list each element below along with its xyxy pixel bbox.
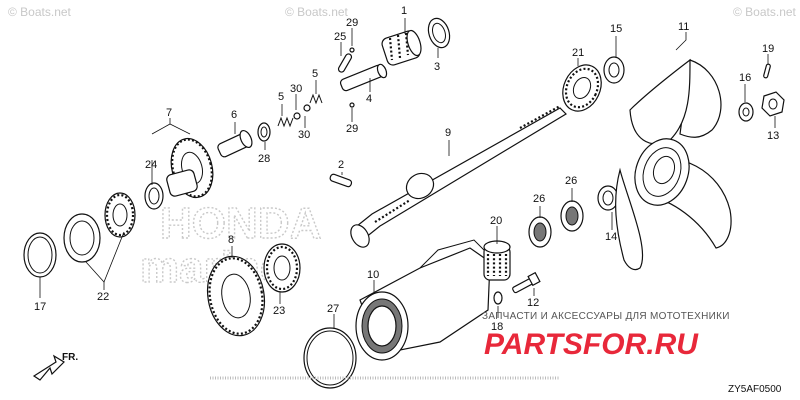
part-27-o-ring xyxy=(303,327,357,389)
callout-29-top: 29 xyxy=(346,17,358,29)
callout-24: 24 xyxy=(145,159,157,171)
part-19-cotter-pin xyxy=(763,63,771,79)
part-30-ball-top xyxy=(303,104,311,112)
part-1-clutch xyxy=(381,29,422,66)
part-15-washer xyxy=(603,56,625,84)
part-3-ring xyxy=(427,17,451,49)
part-11-propeller xyxy=(615,58,732,271)
callout-21: 21 xyxy=(572,47,584,59)
callout-18: 18 xyxy=(491,321,503,333)
callout-4: 4 xyxy=(366,93,372,105)
part-10-bearing-holder xyxy=(355,239,493,361)
part-5-spring-right xyxy=(309,93,323,105)
part-2-pin xyxy=(329,173,353,188)
callout-30-top: 30 xyxy=(290,83,302,95)
callout-14: 14 xyxy=(605,231,617,243)
callout-22: 22 xyxy=(97,291,109,303)
callout-5-left: 5 xyxy=(278,91,284,103)
callout-20: 20 xyxy=(490,215,502,227)
part-25-shift-pin xyxy=(337,53,353,73)
leader-lines xyxy=(39,18,776,328)
callout-1: 1 xyxy=(401,5,407,17)
callout-12: 12 xyxy=(527,297,539,309)
part-22-bearing xyxy=(63,192,136,263)
callout-2: 2 xyxy=(338,159,344,171)
callout-8: 8 xyxy=(228,234,234,246)
callout-6: 6 xyxy=(231,109,237,121)
part-4-shift-shaft xyxy=(339,63,388,92)
part-26-oil-seal-a xyxy=(528,216,552,248)
callout-26-right: 26 xyxy=(565,175,577,187)
callout-15: 15 xyxy=(610,23,622,35)
part-17-o-ring xyxy=(23,232,57,278)
callout-3: 3 xyxy=(434,61,440,73)
callout-27: 27 xyxy=(327,303,339,315)
part-26-oil-seal-b xyxy=(560,200,584,232)
callout-19: 19 xyxy=(762,43,774,55)
watermark-top-right: © Boats.net xyxy=(733,5,797,19)
part-14-thrust-washer xyxy=(597,185,619,211)
part-16-washer xyxy=(738,102,754,122)
callout-29-bottom: 29 xyxy=(346,123,358,135)
watermark-top-left: © Boats.net xyxy=(8,5,72,19)
callout-11: 11 xyxy=(678,21,689,33)
part-13-nut xyxy=(761,91,785,117)
callout-7: 7 xyxy=(166,107,172,119)
part-24-bearing xyxy=(144,182,164,210)
part-29-pin-bottom xyxy=(349,102,355,108)
callout-30-bottom: 30 xyxy=(298,129,310,141)
callout-23: 23 xyxy=(273,305,285,317)
part-8-reverse-gear xyxy=(206,255,266,337)
part-30-ball-left xyxy=(293,112,301,120)
callout-13: 13 xyxy=(767,130,779,142)
callout-9: 9 xyxy=(445,127,451,139)
callout-17: 17 xyxy=(34,301,46,313)
promo-site: PARTSFOR.RU xyxy=(484,328,699,361)
forward-direction-marker: FR. xyxy=(32,352,78,381)
promo-tagline: ЗАПЧАСТИ И АКСЕССУАРЫ ДЛЯ МОТОТЕХНИКИ xyxy=(482,311,730,322)
part-12-bolt xyxy=(512,271,541,294)
part-20-needle-bearing xyxy=(483,240,511,281)
part-5-spring-left xyxy=(277,116,294,128)
part-23-bearing xyxy=(263,243,301,293)
brand-ghost-line1: HONDA xyxy=(160,199,321,248)
part-29-pin-top xyxy=(349,47,355,53)
forward-direction-label: FR. xyxy=(62,352,78,363)
callout-5-right: 5 xyxy=(312,68,318,80)
watermark-top-center: © Boats.net xyxy=(285,5,349,19)
part-18-washer xyxy=(493,291,503,305)
callout-16: 16 xyxy=(739,72,751,84)
part-6-bushing xyxy=(217,129,253,158)
part-7-forward-gear xyxy=(166,137,214,199)
part-28-washer xyxy=(257,122,271,142)
callout-10: 10 xyxy=(367,269,379,281)
callout-25: 25 xyxy=(334,31,346,43)
part-21-bearing xyxy=(562,64,602,112)
part-9-propeller-shaft xyxy=(350,105,567,248)
diagram-code: ZY5AF0500 xyxy=(728,384,782,395)
callout-26-left: 26 xyxy=(533,193,545,205)
callout-28: 28 xyxy=(258,153,270,165)
